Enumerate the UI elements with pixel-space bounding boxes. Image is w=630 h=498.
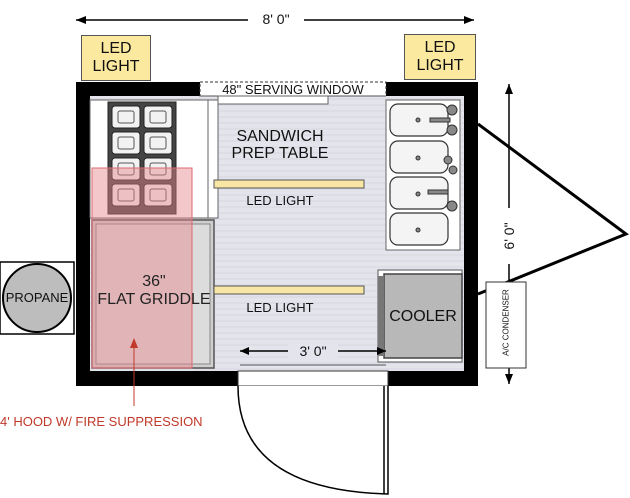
hood-note-label: 4' HOOD W/ FIRE SUPPRESSION [0,414,203,429]
faucet-icon [415,104,458,233]
sandwich-prep-label: SANDWICH PREP TABLE [231,128,329,162]
led-light-right: LED LIGHT [404,34,476,80]
door-opening [237,370,389,387]
window-counter [217,95,329,105]
door-swing-icon [237,385,389,495]
cooler-label: COOLER [389,308,457,325]
propane-label: PROPANE [5,290,69,305]
door-dimension-arrow-icon [240,342,386,360]
width-dimension-arrow-icon [76,11,474,29]
griddle-label: 36" FLAT GRIDDLE [97,273,211,308]
fire-suppression-hood [91,167,193,369]
ac-condenser-label: A/C CONDENSER [501,289,511,356]
depth-dimension-label: 6' 0" [501,222,517,250]
serving-window [200,82,386,96]
door-dimension-label: 3' 0" [299,343,327,359]
width-dimension-label: 8' 0" [262,11,290,27]
cooler [383,273,463,359]
led-light-left: LED LIGHT [81,35,151,81]
propane-tank [2,263,72,333]
led-strip-lower-label: LED LIGHT [246,300,314,315]
serving-window-label: 48" SERVING WINDOW [222,82,364,97]
led-strip-upper [213,179,365,189]
trailer-tongue [477,122,630,296]
led-strip-lower [213,285,365,295]
ac-condenser [485,281,527,369]
led-strip-upper-label: LED LIGHT [246,193,314,208]
